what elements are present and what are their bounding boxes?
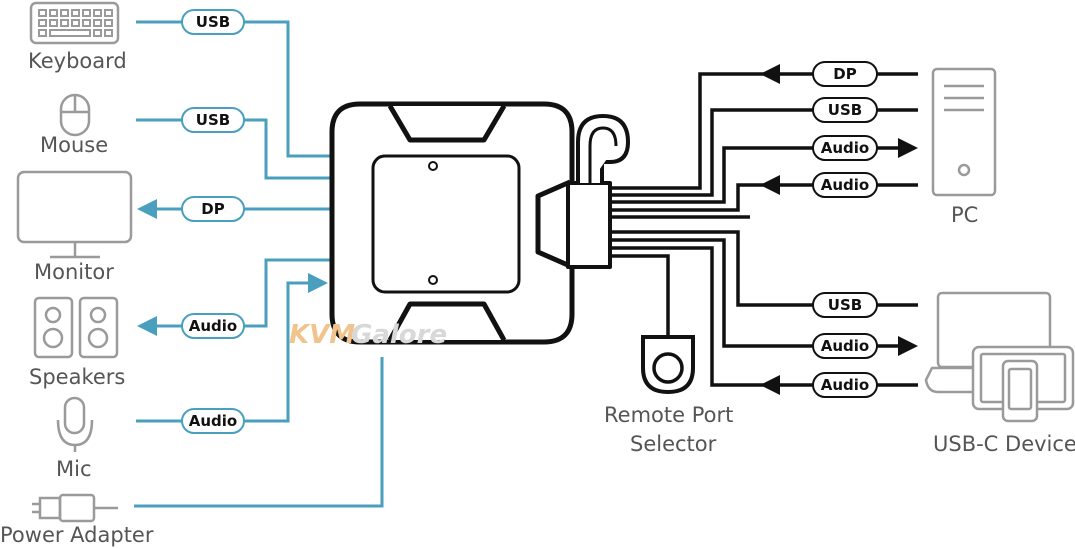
mouse-label: Mouse bbox=[40, 133, 109, 157]
usbc-device-label: USB-C Device bbox=[933, 432, 1075, 456]
monitor-icon bbox=[16, 170, 133, 259]
speakers-icon bbox=[33, 296, 119, 359]
laptop-tablet-phone-icon bbox=[924, 291, 1075, 423]
mouse-usb-connector: USB bbox=[181, 107, 245, 133]
watermark-galore: Galore bbox=[351, 320, 447, 350]
blue-arrowheads bbox=[137, 199, 328, 336]
kvm-switch-icon bbox=[329, 101, 630, 345]
speakers-label: Speakers bbox=[29, 365, 126, 389]
remote-port-selector-icon bbox=[641, 335, 695, 395]
pc-tower-icon bbox=[931, 67, 997, 197]
pc-label: PC bbox=[951, 203, 979, 227]
mic-audio-connector: Audio bbox=[181, 408, 245, 434]
remote-port-label-line2: Selector bbox=[630, 432, 717, 456]
pc-audio-out-connector: Audio bbox=[812, 135, 878, 161]
speakers-audio-connector: Audio bbox=[181, 313, 245, 339]
pc-audio-in-connector: Audio bbox=[812, 172, 878, 198]
usbc-usb-connector: USB bbox=[812, 292, 878, 318]
power-adapter-label: Power Adapter bbox=[0, 523, 154, 547]
keyboard-icon bbox=[29, 1, 120, 45]
usbc-audio-in-connector: Audio bbox=[812, 372, 878, 398]
keyboard-label: Keyboard bbox=[28, 49, 127, 73]
monitor-label: Monitor bbox=[34, 260, 114, 284]
monitor-dp-connector: DP bbox=[181, 196, 245, 222]
pc-usb-connector: USB bbox=[812, 97, 878, 123]
mic-label: Mic bbox=[56, 457, 92, 481]
power-adapter-icon bbox=[32, 493, 118, 523]
microphone-icon bbox=[56, 396, 94, 452]
pc-dp-connector: DP bbox=[812, 61, 878, 87]
mouse-icon bbox=[59, 93, 91, 137]
black-arrowheads bbox=[760, 64, 918, 395]
watermark-kvm: KVM bbox=[289, 320, 355, 350]
keyboard-usb-connector: USB bbox=[181, 9, 245, 35]
remote-port-label-line1: Remote Port bbox=[604, 403, 734, 427]
usbc-audio-out-connector: Audio bbox=[812, 333, 878, 359]
